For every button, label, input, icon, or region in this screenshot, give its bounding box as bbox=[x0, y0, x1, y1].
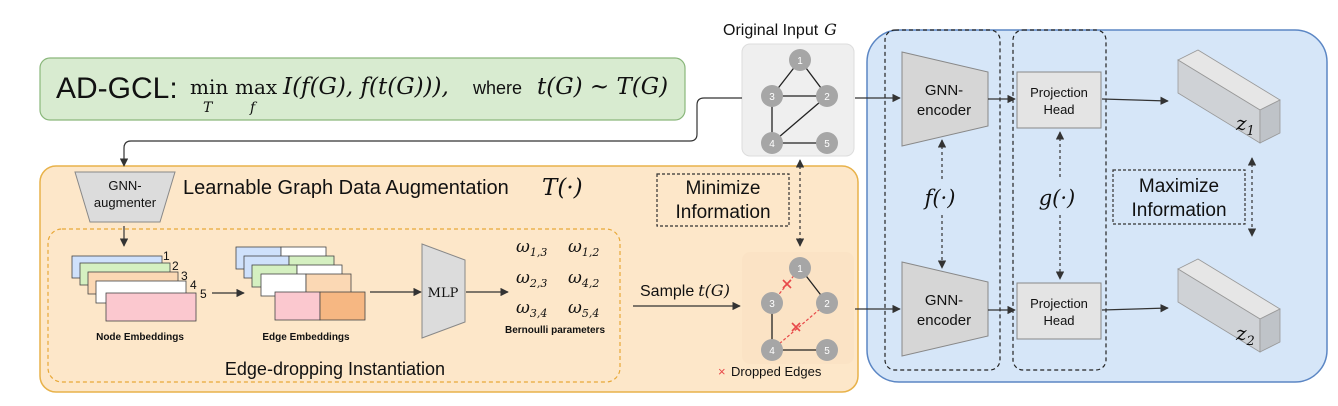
node-number-2: 2 bbox=[172, 259, 179, 273]
arrow-proj-to-z1 bbox=[1101, 96, 1169, 105]
graph-node-label-2: 2 bbox=[824, 92, 830, 103]
title-box bbox=[39, 57, 686, 121]
node-number-4: 4 bbox=[190, 278, 197, 292]
bernoulli-label: Bernoulli parameters bbox=[505, 325, 605, 336]
title-max-sub: f bbox=[249, 100, 258, 116]
aug-node-5 bbox=[816, 339, 838, 361]
maximize-line2: Information bbox=[1131, 200, 1226, 221]
graph-node-label-3: 3 bbox=[769, 92, 775, 103]
f-symbol: f(·) bbox=[923, 186, 956, 210]
original-graph-bg bbox=[741, 43, 855, 157]
aug-node-label-4: 4 bbox=[769, 346, 775, 357]
projection-top-line1: Projection bbox=[1030, 85, 1088, 100]
aug-node-label-3: 3 bbox=[769, 299, 775, 310]
encoder-dashed-group bbox=[884, 29, 1001, 371]
augmented-graph-bg bbox=[742, 252, 854, 364]
omega-2-3: ω2,3 bbox=[516, 268, 547, 290]
gnn-augmenter-shape bbox=[74, 171, 176, 223]
augmented-graph-nodes bbox=[761, 257, 838, 361]
omega-3-4: ω3,4 bbox=[516, 298, 547, 320]
gnn-encoder-bottom-shape bbox=[901, 261, 989, 357]
dotted-double-arrows bbox=[795, 131, 1257, 280]
maximize-box bbox=[1112, 169, 1246, 225]
node-embeddings-stack bbox=[71, 255, 197, 322]
gnn-encoder-top-shape bbox=[901, 51, 989, 147]
node-embeddings-label: Node Embeddings bbox=[96, 332, 184, 343]
graph-node-1 bbox=[789, 49, 811, 71]
z2-bar bbox=[1177, 258, 1281, 353]
augment-title-symbol: T(·) bbox=[542, 175, 583, 201]
projection-head-top bbox=[1016, 71, 1102, 129]
maximize-line1: Maximize bbox=[1139, 176, 1219, 197]
projection-bottom-line2: Head bbox=[1043, 313, 1074, 328]
node-number-1: 1 bbox=[163, 249, 170, 263]
graph-node-5 bbox=[816, 132, 838, 154]
title-objective: I(f(G), f(t(G))), bbox=[282, 74, 449, 100]
graph-node-4 bbox=[761, 132, 783, 154]
g-symbol: g(·) bbox=[1039, 186, 1076, 210]
node-number-3: 3 bbox=[181, 269, 188, 283]
aug-node-2 bbox=[816, 292, 838, 314]
arrow-graph-to-augmenter bbox=[119, 97, 742, 167]
omega-1-3: ω1,3 bbox=[516, 237, 547, 259]
graph-node-3 bbox=[761, 85, 783, 107]
z1-bar bbox=[1177, 49, 1281, 144]
edge-embeddings-stack bbox=[235, 246, 366, 321]
augmenter-label-line2: augmenter bbox=[94, 195, 157, 210]
omega-1-2: ω1,2 bbox=[568, 237, 599, 259]
arrow-proj-to-z2 bbox=[1101, 304, 1169, 313]
title-where: where bbox=[472, 78, 522, 98]
title-min-sub: T bbox=[203, 100, 214, 116]
projection-top-line2: Head bbox=[1043, 102, 1074, 117]
z1-label: z1 bbox=[1235, 111, 1255, 139]
z2-label: z2 bbox=[1235, 321, 1255, 349]
aug-node-label-1: 1 bbox=[797, 264, 803, 275]
encoder-bottom-line2: encoder bbox=[917, 312, 971, 329]
graph-node-label-5: 5 bbox=[824, 139, 830, 150]
title-min: min bbox=[190, 75, 228, 99]
minimize-box bbox=[656, 173, 790, 227]
title-max: max bbox=[235, 75, 278, 99]
aug-node-3 bbox=[761, 292, 783, 314]
mlp-label: MLP bbox=[428, 286, 459, 301]
aug-node-4 bbox=[761, 339, 783, 361]
aug-node-label-5: 5 bbox=[824, 346, 830, 357]
aug-node-label-2: 2 bbox=[824, 299, 830, 310]
mlp-shape bbox=[421, 243, 466, 339]
graph-node-2 bbox=[816, 85, 838, 107]
graph-node-label-4: 4 bbox=[769, 139, 775, 150]
minimize-line1: Minimize bbox=[686, 178, 761, 199]
projection-bottom-line1: Projection bbox=[1030, 296, 1088, 311]
encoder-top-line2: encoder bbox=[917, 102, 971, 119]
augment-title: Learnable Graph Data Augmentation bbox=[183, 177, 509, 199]
omega-4-2: ω4,2 bbox=[568, 268, 599, 290]
node-number-5: 5 bbox=[200, 287, 207, 301]
dropped-edges-label: Dropped Edges bbox=[731, 364, 822, 379]
encoder-bottom-line1: GNN- bbox=[925, 292, 963, 309]
flow-arrows bbox=[119, 93, 1169, 315]
edge-embeddings-label: Edge Embeddings bbox=[262, 332, 350, 343]
instantiation-label: Edge-dropping Instantiation bbox=[225, 359, 445, 379]
original-graph-nodes bbox=[761, 49, 838, 154]
augmenter-label-line1: GNN- bbox=[108, 178, 141, 193]
title-condition: t(G) ~ T(G) bbox=[537, 74, 668, 100]
encoder-top-line1: GNN- bbox=[925, 82, 963, 99]
projection-head-bottom bbox=[1016, 282, 1102, 340]
minimize-line2: Information bbox=[675, 202, 770, 223]
omega-5-4: ω5,4 bbox=[568, 298, 599, 320]
dropped-edges-cross-icon: × bbox=[718, 364, 726, 379]
graph-node-label-1: 1 bbox=[797, 56, 803, 67]
aug-node-1 bbox=[789, 257, 811, 279]
title-prefix: AD-GCL: bbox=[56, 72, 178, 105]
drop-marks bbox=[782, 279, 801, 332]
projection-dashed-group bbox=[1012, 29, 1107, 371]
